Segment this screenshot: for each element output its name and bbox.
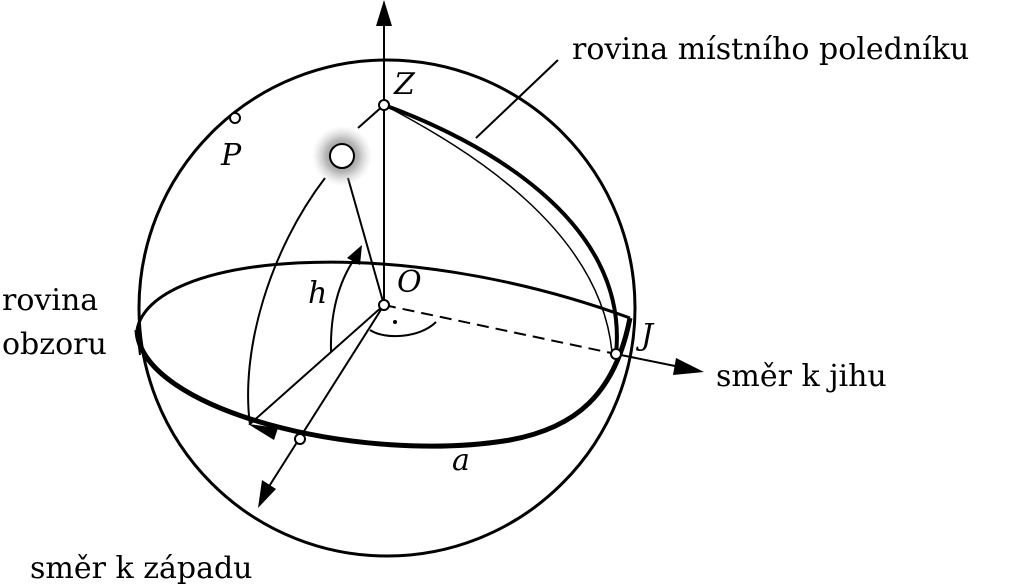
azimuth-label: a: [452, 443, 470, 478]
south-direction-axis: [615, 353, 681, 368]
west-point: [294, 433, 306, 445]
west-direction-axis: [267, 304, 385, 489]
pole-label: P: [220, 138, 242, 173]
azimuth-angle-arc: [369, 321, 437, 338]
star-icon: [329, 143, 355, 169]
meridian-plane-label: rovina místního poledníku: [572, 32, 969, 67]
horizon-disk-side-left: [136, 329, 141, 356]
line-observer-to-star: [347, 177, 385, 306]
vertical-circle-arc: [247, 177, 326, 426]
west-direction-label: směr k západu: [30, 551, 253, 586]
line-observer-to-star-foot: [249, 304, 385, 425]
zenith-axis-arrowhead: [376, 0, 392, 26]
local-meridian-arc: [383, 103, 619, 355]
altitude-arc: [329, 257, 356, 353]
horizon-plane-label-line1: rovina: [2, 283, 98, 318]
west-direction-arrowhead: [258, 480, 276, 508]
local-meridian-arc-inner: [383, 104, 613, 353]
south-point: [610, 348, 622, 360]
south-point-label: J: [635, 318, 655, 353]
meridian-label-leader: [475, 59, 559, 139]
zenith-point: [378, 99, 390, 111]
zenith-label: Z: [393, 67, 416, 102]
line-observer-to-south-dashed: [383, 304, 617, 355]
horizon-plane-label-line2: obzoru: [2, 327, 107, 362]
south-direction-label: směr k jihu: [716, 359, 887, 394]
horizon-plane-front-edge: [134, 317, 633, 449]
observer-point: [378, 299, 390, 311]
horizon-plane-back-edge: [135, 260, 631, 331]
altitude-label: h: [308, 276, 327, 311]
observer-label: O: [397, 265, 422, 300]
altitude-arrowhead: [347, 245, 362, 265]
celestial-sphere-outline: [137, 58, 637, 558]
right-angle-dot: [393, 320, 397, 324]
pole-point: [229, 112, 241, 124]
south-direction-arrowhead: [673, 358, 704, 375]
azimuth-arrowhead: [248, 424, 278, 440]
